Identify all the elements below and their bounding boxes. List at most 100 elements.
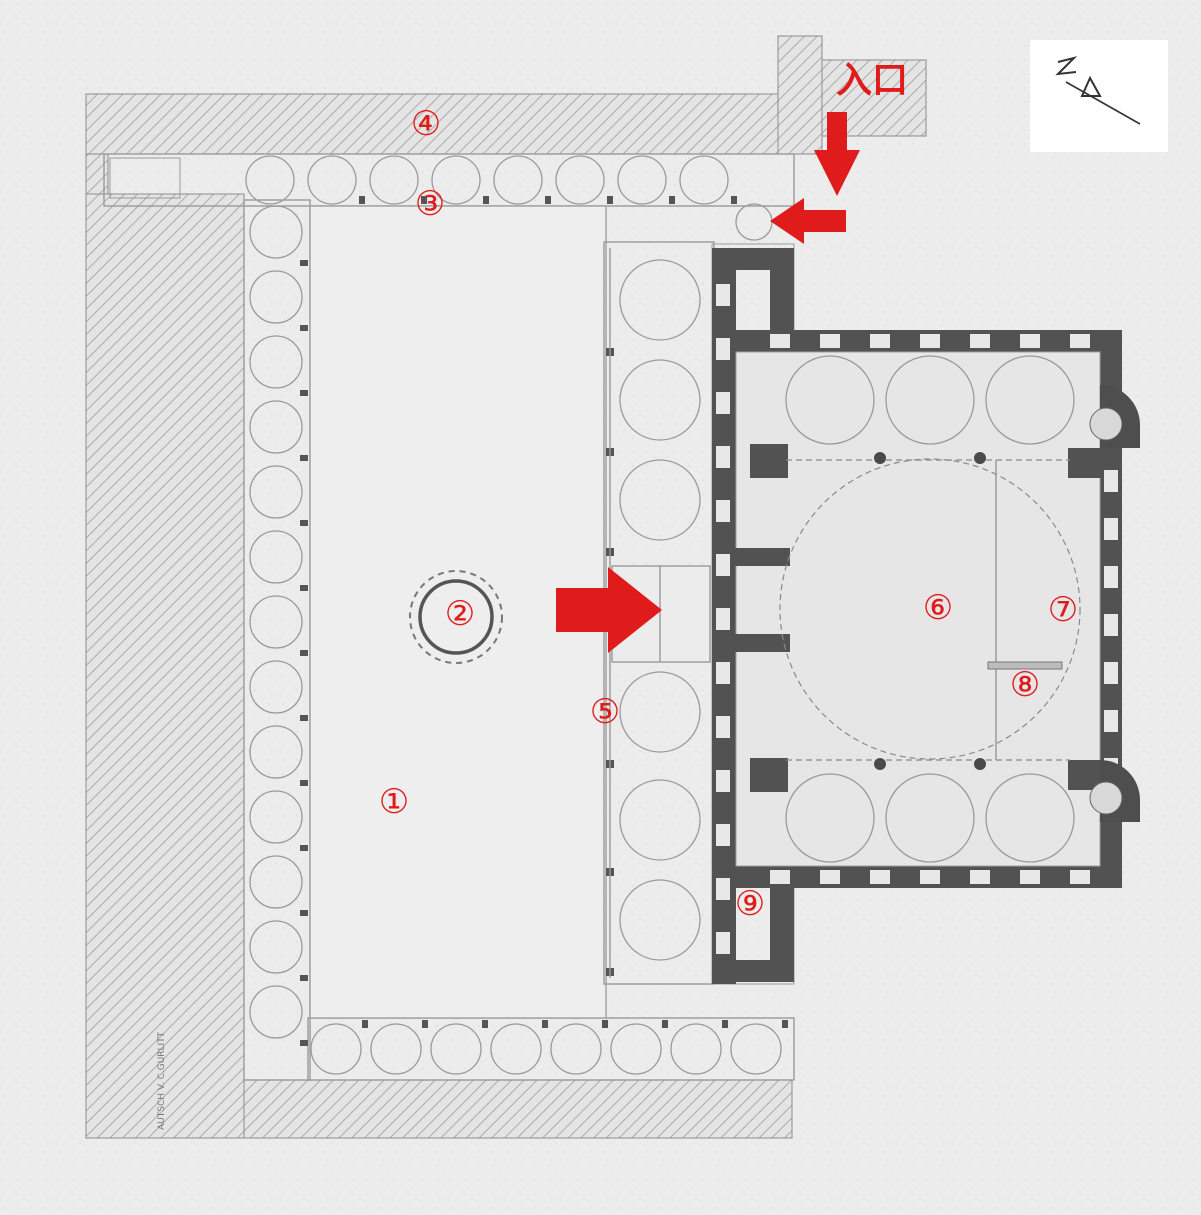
wall-window [716,716,730,738]
arcade-pier [300,845,308,851]
arcade-dome [249,335,303,389]
arcade-pier [731,196,737,204]
drawing-credit: AUTSCH V. C.GURLITT [157,1031,167,1130]
arcade-pier [722,1020,728,1028]
wall-window [920,334,940,348]
label-5: ⑤ [590,692,620,732]
wall-window [716,770,730,792]
wall-window [716,500,730,522]
wall-window [1020,870,1040,884]
wall-window [820,870,840,884]
arcade-dome [307,155,357,205]
wall-window [1070,334,1090,348]
arcade-pier [300,520,308,526]
arcade-dome [249,985,303,1039]
wall-window [970,870,990,884]
label-7: ⑦ [1048,590,1078,630]
wall-windows [716,284,1118,954]
wall-window [1070,870,1090,884]
wall-window [770,870,790,884]
portico-dome [619,259,701,341]
label-8: ⑧ [1010,665,1040,705]
wall-window [1020,334,1040,348]
wall-window [716,932,730,954]
arcade-pier [662,1020,668,1028]
arcade-dome [249,660,303,714]
ablution-fountain [409,570,503,664]
wall-window [716,446,730,468]
north-arrow-icon [1030,40,1168,152]
courtyard-arcade [103,153,795,1081]
arcade-pier [300,910,308,916]
wall-window [716,554,730,576]
arcade-dome [249,530,303,584]
wall-window [820,334,840,348]
arcade-pier [300,1040,308,1046]
arcade-pier [300,325,308,331]
label-9: ⑨ [735,884,765,924]
arcade-dome [617,155,667,205]
central-dome [779,458,1081,761]
arcade-pier [300,715,308,721]
label-2: ② [445,594,475,634]
portico-dome [619,671,701,753]
label-3: ③ [415,184,445,224]
arcade-dome [249,465,303,519]
wall-window [970,334,990,348]
arcade-dome [490,1023,542,1075]
arcade-pier [421,196,427,204]
wall-window [1104,566,1118,588]
arcade-dome [670,1023,722,1075]
arcade-pier [542,1020,548,1028]
arcade-dome [550,1023,602,1075]
wall-window [920,870,940,884]
entrance-label: 入口 [836,60,908,101]
label-1: ① [379,782,409,822]
arcade-dome [555,155,605,205]
arcade-dome [430,1023,482,1075]
minbar [987,661,1063,670]
arcade-pier [300,975,308,981]
arrow-right-icon [556,567,662,653]
arcade-dome [249,725,303,779]
arcade-pier [607,196,613,204]
wall-window [870,870,890,884]
label-6: ⑥ [923,588,953,628]
outer-precinct-wall [85,35,927,1139]
arcade-pier [483,196,489,204]
arcade-dome [369,155,419,205]
arcade-dome [249,790,303,844]
minaret-turrets [1089,385,1140,822]
portico [603,241,715,985]
wall-window [1104,614,1118,636]
arcade-pier [300,585,308,591]
arcade-pier [300,260,308,266]
arcade-dome [249,205,303,259]
wall-window [716,608,730,630]
arcade-dome [249,595,303,649]
wall-window [716,662,730,684]
portico-dome [619,879,701,961]
arcade-dome [249,920,303,974]
arcade-pier [545,196,551,204]
wall-window [870,334,890,348]
dome-piers [874,452,986,770]
arcade-dome [730,1023,782,1075]
wall-window [716,338,730,360]
wall-window [1104,710,1118,732]
wall-window [716,284,730,306]
arcade-pier [362,1020,368,1028]
arcade-pier [602,1020,608,1028]
arcade-dome [493,155,543,205]
arcade-dome [310,1023,362,1075]
arcade-dome [370,1023,422,1075]
arrow-down-icon [814,112,860,196]
portico-dome [619,779,701,861]
label-4: ④ [411,104,441,144]
arcade-dome [249,270,303,324]
portico-dome [619,359,701,441]
arcade-dome [610,1023,662,1075]
arcade-pier [482,1020,488,1028]
wall-window [716,878,730,900]
arcade-dome [679,155,729,205]
